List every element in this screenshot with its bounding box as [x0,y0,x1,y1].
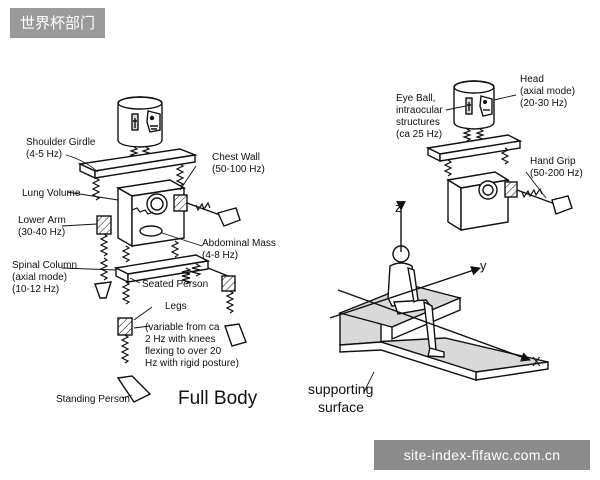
x-axis-line [337,289,531,362]
label-head: Head(axial mode)(20-30 Hz) [520,74,575,109]
label-seated-person: Seated Person [142,279,208,290]
label-hand-grip: Hand Grip(50-200 Hz) [530,156,583,179]
full-body-model [61,96,247,403]
axis-label-y: y [480,258,487,273]
label-abdominal-mass: Abdominal Mass(4-8 Hz) [202,238,276,261]
site-watermark: site-index-fifawc.com.cn [374,440,590,470]
full-body-title: Full Body [178,388,258,409]
label-legs: Legs (variable from ca 2 Hz with knees f… [145,301,239,369]
arms [94,194,241,299]
axis-label-z: z [395,200,402,215]
y-axis-line [329,266,481,319]
axis-label-x: X [532,354,541,369]
label-shoulder-girdle: Shoulder Girdle(4-5 Hz) [26,137,96,160]
head-detail-labels: Head(axial mode)(20-30 Hz) Eye Ball,intr… [396,74,583,179]
seated-person-figure [387,245,445,358]
label-standing-person: Standing Person [56,394,130,405]
legs-block [116,281,247,403]
label-spinal-column: Spinal Column(axial mode)(10-12 Hz) [12,260,77,295]
label-chest-wall: Chest Wall(50-100 Hz) [212,152,265,175]
head-detail-model [425,80,573,232]
category-badge: 世界杯部门 [10,8,106,38]
pelvis-block [113,254,211,284]
full-body-labels: Shoulder Girdle(4-5 Hz) Chest Wall(50-10… [12,137,276,409]
label-lower-arm: Lower Arm(30-40 Hz) [18,215,66,238]
head-block [117,96,163,148]
torso-block [115,179,187,248]
label-lung-volume: Lung Volume [22,188,81,199]
